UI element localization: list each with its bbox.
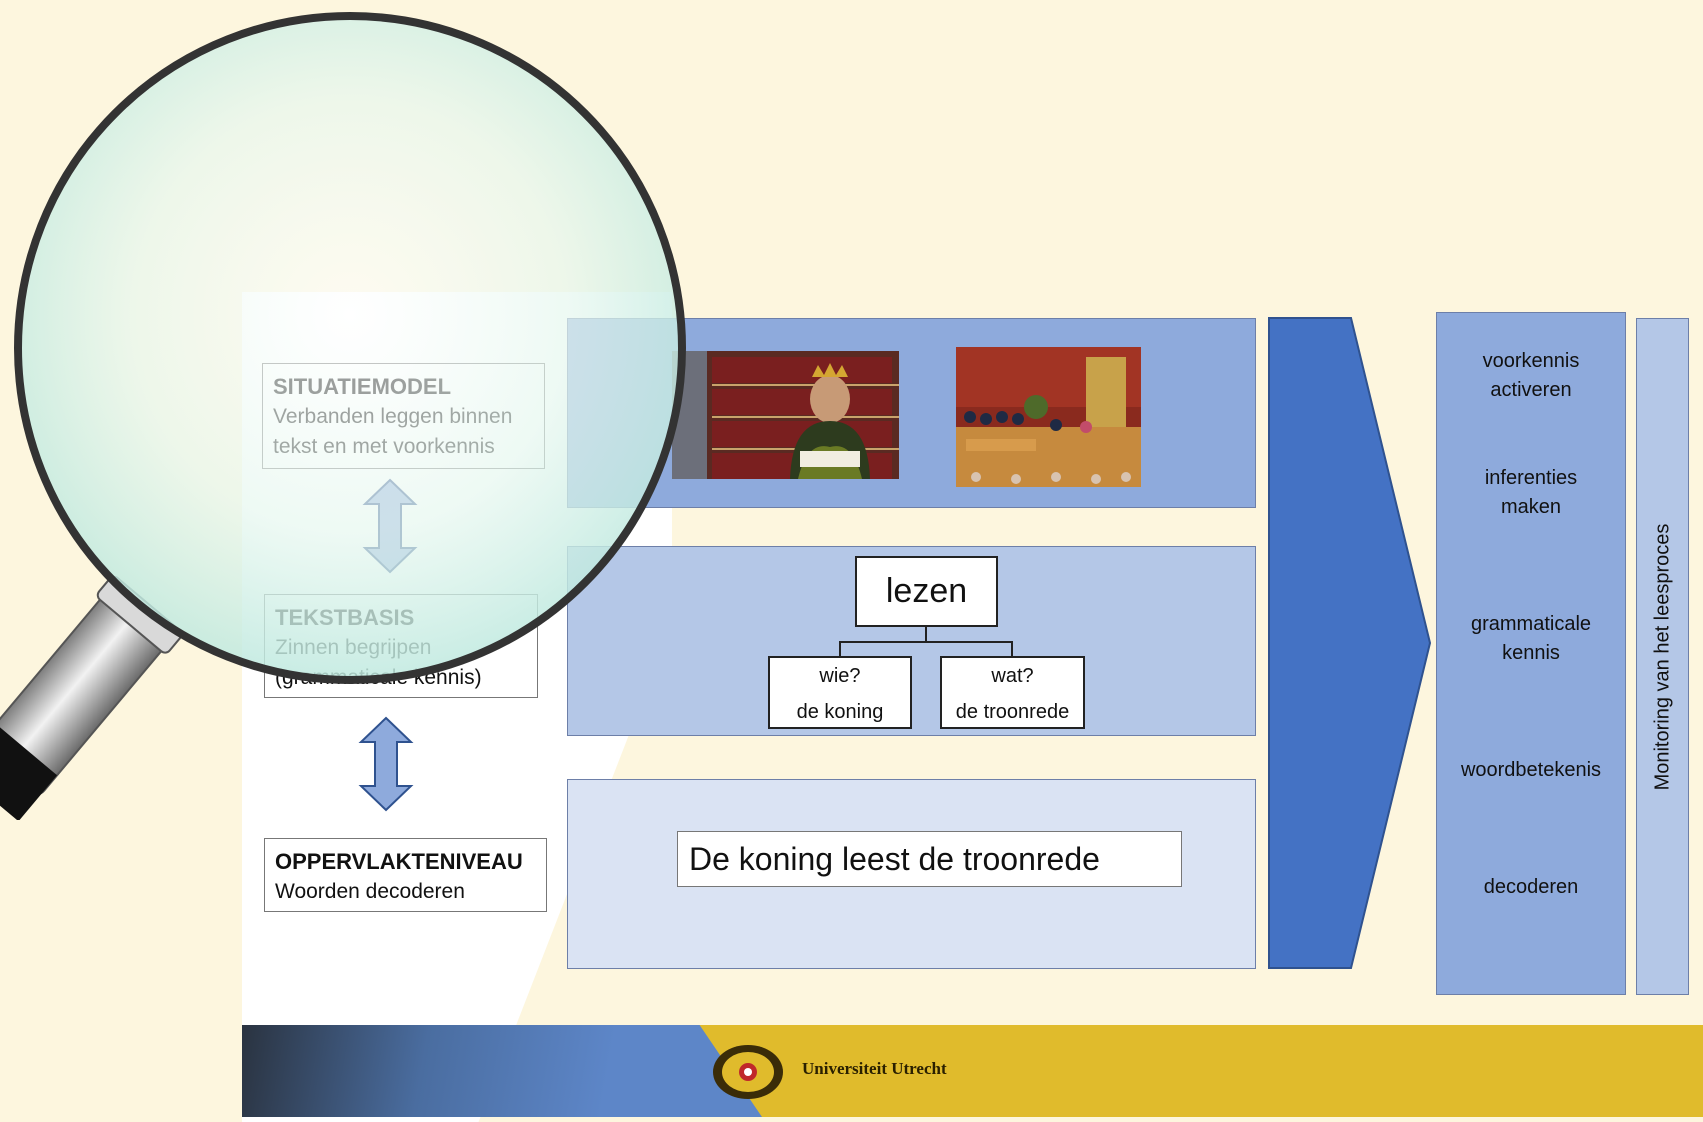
tekstbasis-line1: Zinnen begrijpen [275, 636, 432, 659]
tekstbasis-box: TEKSTBASIS Zinnen begrijpen (grammatical… [264, 594, 538, 698]
tree-connector [839, 626, 1013, 658]
situation-model-panel [567, 318, 1256, 508]
situatiemodel-title: SITUATIEMODEL [273, 374, 452, 399]
oppervlakteniveau-title: OPPERVLAKTENIVEAU [275, 849, 523, 874]
throne-speech-photo [956, 347, 1141, 487]
tekstbasis-title: TEKSTBASIS [275, 605, 415, 630]
university-seal-icon [713, 1045, 783, 1099]
tree-leaf-answer: de koning [796, 701, 884, 723]
situatiemodel-line2: tekst en met voorkennis [273, 435, 495, 458]
tree-leaf-who: wie? de koning [768, 656, 912, 729]
situatiemodel-box: SITUATIEMODEL Verbanden leggen binnen te… [262, 363, 545, 469]
monitoring-label: Monitoring van het leesproces [1651, 523, 1673, 790]
tree-leaf-question: wat? [991, 665, 1034, 687]
tree-leaf-answer: de troonrede [955, 701, 1070, 723]
double-arrow-icon [362, 478, 418, 574]
tree-leaf-what: wat? de troonrede [940, 656, 1085, 729]
monitoring-column: Monitoring van het leesproces [1636, 318, 1689, 995]
tree-root-lezen: lezen [855, 556, 998, 627]
strategy-decoderen: decoderen [1483, 876, 1579, 898]
tekstbasis-line2: (grammaticale kennis) [275, 666, 482, 689]
footer-bar: Universiteit Utrecht [242, 1025, 1703, 1117]
tree-leaf-question: wie? [819, 665, 861, 687]
oppervlakteniveau-box: OPPERVLAKTENIVEAU Woorden decoderen [264, 838, 547, 912]
king-reading-photo [672, 351, 899, 479]
strategy-woordbetekenis: woordbetekenis [1460, 759, 1602, 781]
university-name: Universiteit Utrecht [802, 1059, 947, 1078]
chevron-arrow-shape [1268, 317, 1432, 969]
footer-photo [242, 1025, 762, 1117]
situatiemodel-line1: Verbanden leggen binnen [273, 405, 513, 428]
example-sentence: De koning leest de troonrede [677, 831, 1182, 887]
oppervlakteniveau-line1: Woorden decoderen [275, 880, 465, 903]
double-arrow-icon [358, 716, 414, 812]
